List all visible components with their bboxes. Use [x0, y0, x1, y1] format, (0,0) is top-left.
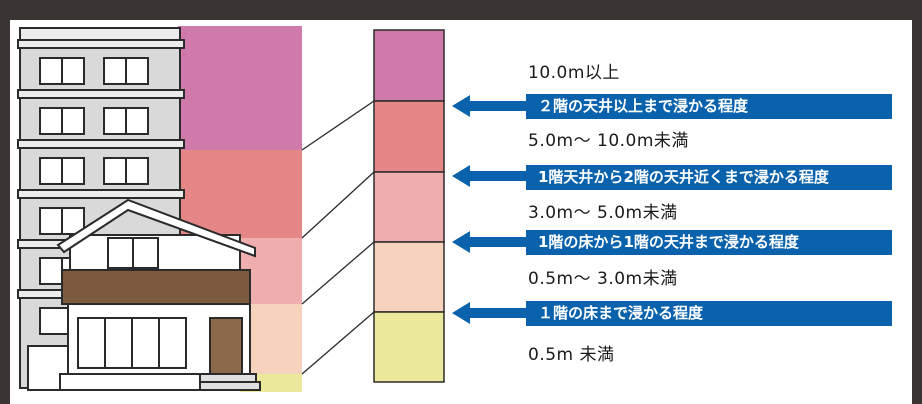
arrow-left-icon	[452, 165, 530, 187]
scale-segment-10m-plus	[373, 29, 445, 102]
band-5-10m	[178, 150, 302, 238]
level-description-banner: 1階天井から2階の天井近くまで浸かる程度	[526, 165, 892, 190]
arrow-left-icon	[452, 231, 530, 253]
scale-segment-05-3m	[373, 241, 445, 313]
level-label-5-10m: 5.0m～ 10.0m未満	[528, 131, 689, 151]
level-label-3-5m: 3.0m～ 5.0m未満	[528, 203, 678, 223]
house	[56, 198, 261, 391]
arrow-left-icon	[452, 302, 530, 324]
arrow-left-icon	[452, 95, 530, 117]
depth-scale	[373, 29, 445, 383]
level-label-05-3m: 0.5m～ 3.0m未満	[528, 269, 678, 289]
scale-segment-under-05m	[373, 311, 445, 383]
level-description-banner: ２階の天井以上まで浸かる程度	[526, 94, 892, 119]
scale-segment-3-5m	[373, 171, 445, 243]
arrows	[452, 95, 530, 324]
band-10m-plus	[178, 26, 302, 150]
level-description-banner: １階の床まで浸かる程度	[526, 301, 892, 326]
level-description-banner: 1階の床から1階の天井まで浸かる程度	[526, 230, 892, 255]
leader-lines	[301, 100, 375, 375]
scale-segment-5-10m	[373, 100, 445, 173]
level-label-10m-plus: 10.0m以上	[528, 63, 620, 83]
level-label-under-05m: 0.5m 未満	[528, 345, 615, 365]
